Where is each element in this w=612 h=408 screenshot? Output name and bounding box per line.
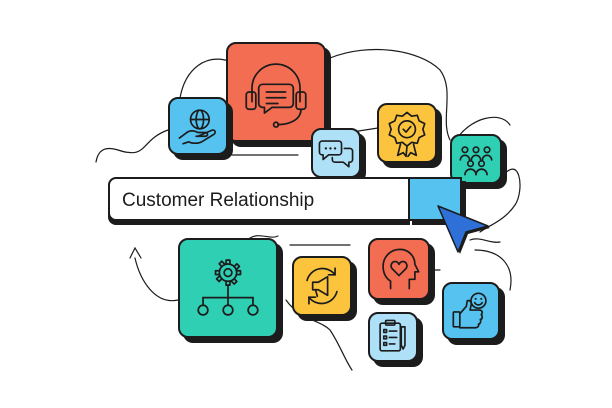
globe-in-hand-icon: [178, 109, 216, 145]
satisfaction-tile: [442, 282, 500, 340]
global-care-tile: [168, 97, 228, 155]
community-tile: [450, 134, 502, 184]
checklist-tile: [368, 312, 418, 362]
marketing-tile: [292, 256, 352, 316]
support-tile: [226, 42, 326, 142]
headset-chat-icon: [245, 63, 307, 128]
megaphone-cycle-icon: [306, 267, 338, 305]
award-tile: [377, 103, 437, 163]
chat-bubbles-icon: [318, 140, 354, 168]
team-group-icon: [459, 146, 493, 176]
gear-network-icon: [197, 259, 259, 316]
thumbs-up-smile-icon: [452, 292, 487, 329]
clipboard-checklist-icon: [379, 319, 406, 352]
chat-tile: [311, 128, 361, 178]
empathy-tile: [368, 238, 430, 300]
search-text: Customer Relationship: [122, 190, 315, 211]
heart-mind-icon: [382, 248, 420, 290]
process-tile: [178, 238, 278, 338]
award-badge-icon: [388, 111, 426, 158]
search-input[interactable]: Customer Relationship: [108, 177, 410, 221]
pointer-cursor-icon: [437, 205, 490, 254]
